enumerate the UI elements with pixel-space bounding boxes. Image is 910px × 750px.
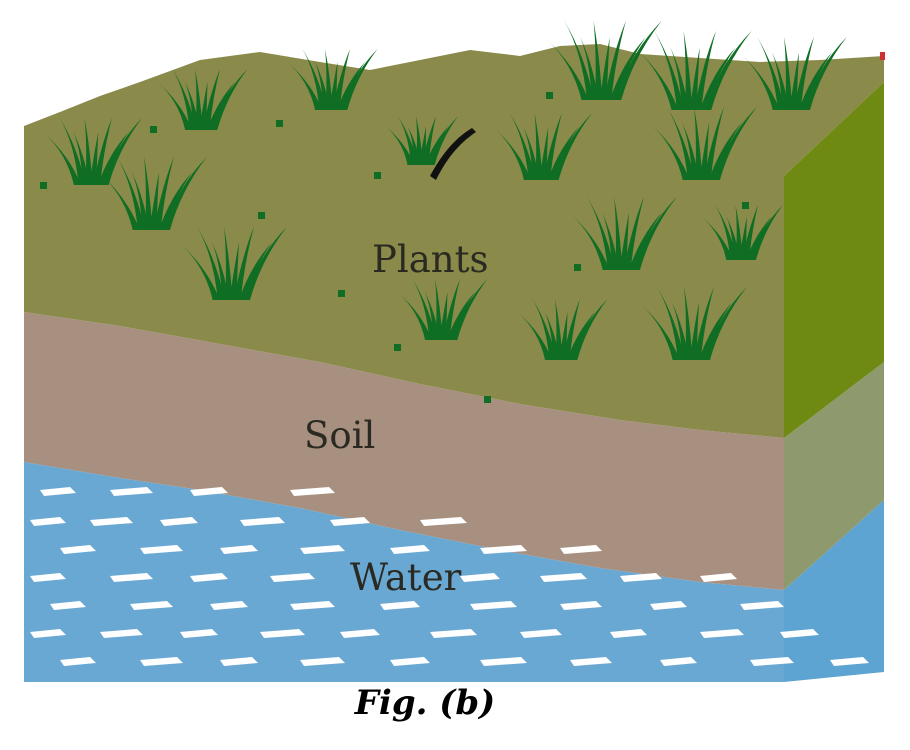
water-streak: [190, 487, 228, 496]
grass-tuft: [517, 299, 608, 360]
grass-tuft: [701, 205, 783, 260]
grass-tuft: [493, 112, 593, 180]
water-streak: [570, 657, 612, 666]
water-streak: [660, 657, 697, 666]
water-streak: [430, 629, 477, 638]
water-streak: [160, 517, 198, 526]
plants-label: Plants: [372, 238, 488, 281]
water-streak: [620, 573, 662, 582]
water-streak: [220, 545, 258, 554]
water-streak: [700, 573, 737, 582]
water-streak: [30, 629, 66, 638]
water-streak: [470, 601, 517, 610]
grass-tuft: [544, 20, 662, 101]
plant-layer-side: [784, 82, 884, 438]
water-streak: [110, 487, 153, 496]
water-streak: [480, 657, 527, 666]
water-streak: [50, 601, 86, 610]
water-streak: [390, 657, 430, 666]
twig-icon: [430, 128, 476, 180]
water-streak: [290, 487, 335, 496]
soil-label: Soil: [304, 414, 375, 457]
water-streak: [90, 517, 133, 526]
water-streak: [260, 629, 305, 638]
water-streak: [330, 517, 370, 526]
water-streak: [480, 545, 527, 554]
grass-tuft: [739, 36, 847, 110]
water-streak: [700, 629, 744, 638]
grass-tuft: [397, 279, 488, 340]
water-streak: [740, 601, 784, 610]
water-streak: [300, 545, 345, 554]
water-streak: [540, 573, 587, 582]
water-streak: [210, 601, 248, 610]
water-streak: [610, 629, 647, 638]
water-streak: [110, 573, 153, 582]
water-streak: [340, 629, 380, 638]
water-streak: [380, 601, 420, 610]
grass-tuft: [157, 69, 248, 130]
grass-tuft: [179, 226, 287, 300]
water-streak: [270, 573, 315, 582]
water-streak: [190, 573, 228, 582]
grass-tuft: [287, 49, 378, 110]
grass-tufts: [43, 20, 847, 360]
water-streak: [390, 545, 430, 554]
grass-tuft: [649, 106, 757, 180]
water-streak: [100, 629, 143, 638]
grass-tuft: [43, 117, 143, 185]
water-streak: [420, 517, 467, 526]
water-streak: [220, 657, 258, 666]
grass-tuft: [99, 156, 207, 230]
water-streak: [830, 657, 869, 666]
water-streak: [290, 601, 335, 610]
water-streak: [300, 657, 345, 666]
water-layer-side: [784, 500, 884, 682]
water-streak: [650, 601, 687, 610]
water-streak: [460, 573, 500, 582]
water-streak: [520, 629, 562, 638]
grass-tuft: [639, 286, 747, 360]
water-layer: [24, 462, 784, 682]
water-streak: [130, 601, 173, 610]
water-streak: [140, 545, 183, 554]
water-streak: [30, 517, 66, 526]
scattered-dots: [40, 92, 749, 403]
corner-mark: [880, 52, 885, 60]
grass-tuft: [569, 196, 677, 270]
water-streak: [560, 601, 602, 610]
grass-tuft: [386, 116, 458, 165]
water-streak: [560, 545, 602, 554]
grass-tuft: [634, 30, 752, 111]
water-streak: [60, 545, 96, 554]
water-streak: [240, 517, 285, 526]
water-streak: [140, 657, 183, 666]
water-streak: [180, 629, 218, 638]
water-streak: [780, 629, 819, 638]
water-streak: [60, 657, 96, 666]
soil-layer: [24, 312, 784, 590]
water-streak: [30, 573, 66, 582]
water-streak: [750, 657, 794, 666]
water-streaks: [30, 487, 869, 666]
water-label: Water: [350, 556, 462, 599]
figure-caption: Fig. (b): [354, 683, 496, 723]
water-streak: [40, 487, 76, 496]
